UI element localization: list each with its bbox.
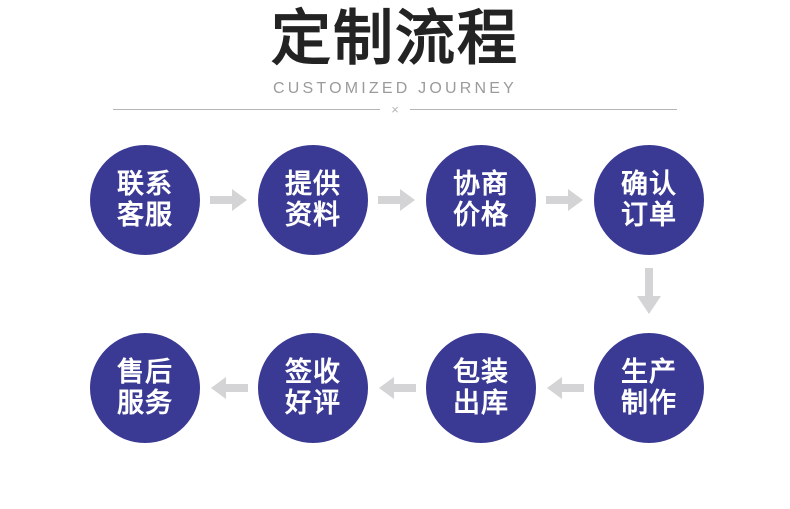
- flow-node-label-line1: 售后: [117, 357, 173, 388]
- flow-node-label-line2: 服务: [117, 388, 173, 419]
- page-subtitle: CUSTOMIZED JOURNEY: [273, 80, 517, 97]
- flow-node-label-line2: 价格: [453, 200, 509, 231]
- flow-node-label-line1: 提供: [285, 169, 341, 200]
- arrow-right-icon: [378, 188, 416, 212]
- flow-node-label-line1: 生产: [621, 357, 677, 388]
- flow-node-packaging-shipping[interactable]: 包装 出库: [426, 333, 536, 443]
- flow-node-label-line1: 协商: [453, 169, 509, 200]
- flow-node-label-line2: 资料: [285, 200, 341, 231]
- arrow-left-icon: [546, 376, 584, 400]
- divider-line-left: [113, 108, 380, 110]
- flow-node-label-line1: 签收: [285, 357, 341, 388]
- flow-node-after-sales-service[interactable]: 售后 服务: [90, 333, 200, 443]
- flow-node-label-line2: 好评: [285, 388, 341, 419]
- flow-node-label-line2: 客服: [117, 200, 173, 231]
- divider: ×: [113, 101, 677, 117]
- flow-node-production[interactable]: 生产 制作: [594, 333, 704, 443]
- flow-node-label-line2: 订单: [621, 200, 677, 231]
- flow-node-provide-materials[interactable]: 提供 资料: [258, 145, 368, 255]
- header: 定制流程 CUSTOMIZED JOURNEY: [0, 0, 790, 99]
- flow-node-confirm-order[interactable]: 确认 订单: [594, 145, 704, 255]
- flow-node-label-line1: 联系: [117, 169, 173, 200]
- divider-cross-icon: ×: [391, 101, 399, 117]
- flow-node-contact-service[interactable]: 联系 客服: [90, 145, 200, 255]
- flow-node-label-line2: 制作: [621, 388, 677, 419]
- flow-node-receipt-review[interactable]: 签收 好评: [258, 333, 368, 443]
- arrow-down-icon: [634, 268, 664, 316]
- page-title: 定制流程: [271, 4, 519, 74]
- flow-node-label-line1: 包装: [453, 357, 509, 388]
- arrow-right-icon: [546, 188, 584, 212]
- arrow-left-icon: [378, 376, 416, 400]
- arrow-right-icon: [210, 188, 248, 212]
- flow-node-label-line2: 出库: [453, 388, 509, 419]
- flow-node-negotiate-price[interactable]: 协商 价格: [426, 145, 536, 255]
- divider-line-right: [410, 108, 677, 110]
- flow-node-label-line1: 确认: [621, 169, 677, 200]
- arrow-left-icon: [210, 376, 248, 400]
